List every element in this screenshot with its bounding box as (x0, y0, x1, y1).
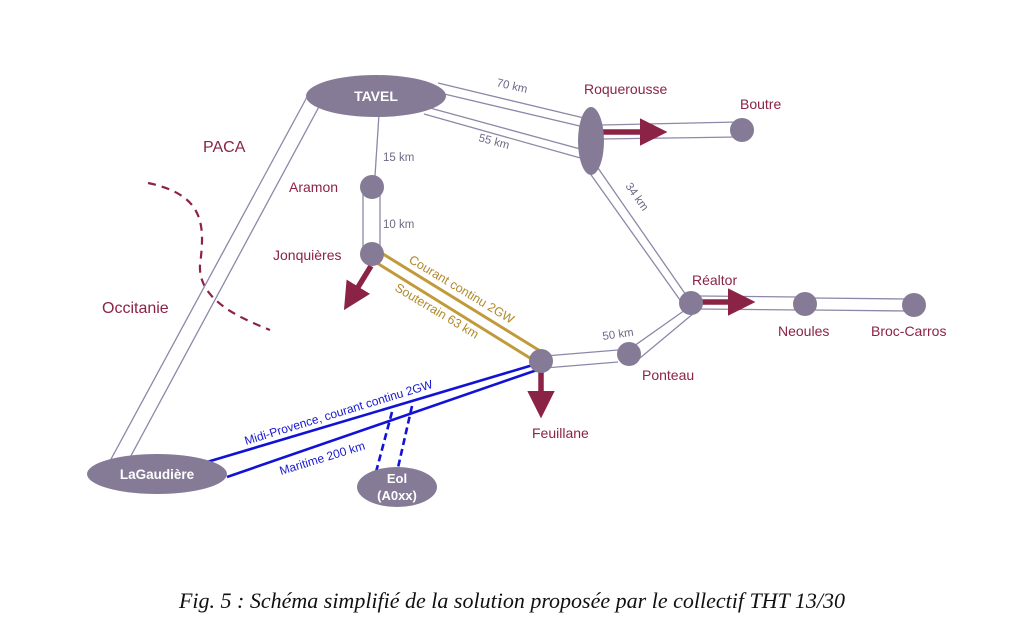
label-realtor: Réaltor (692, 272, 737, 288)
node-jonquieres (360, 242, 384, 266)
label-roquerousse: Roquerousse (584, 81, 667, 97)
line-roq-realtor-a (597, 167, 687, 296)
region-paca: PACA (203, 139, 246, 156)
node-boutre (730, 118, 754, 142)
dc-link-eol (374, 405, 414, 473)
line-tavel-aramon (374, 113, 380, 177)
line-ponteau-feuillane-a (544, 349, 619, 357)
label-ponteau: Ponteau (642, 367, 694, 383)
line-tavel-roq-70a (437, 82, 585, 119)
dist-tavel-roq-55: 55 km (477, 132, 510, 152)
label-boutre: Boutre (740, 96, 781, 112)
line-tavel-lagaudiere-b (125, 102, 322, 466)
line-tavel-roq-55b (423, 113, 585, 160)
dist-tavel-aramon: 15 km (383, 152, 414, 164)
label-eol-line2: (A0xx) (377, 488, 417, 503)
line-ponteau-feuillane-b (544, 361, 619, 369)
dist-tavel-roq-70: 70 km (495, 77, 528, 96)
node-tavel (306, 75, 446, 117)
dc-link-jonquieres-feuillane (368, 247, 546, 365)
label-feuillane: Feuillane (532, 425, 589, 441)
dist-aramon-jonq: 10 km (383, 219, 414, 231)
label-broc-carros: Broc-Carros (871, 323, 946, 339)
line-roq-realtor-b (588, 171, 681, 301)
label-eol-line1: Eol (387, 471, 407, 486)
label-tavel: TAVEL (354, 88, 398, 104)
node-realtor (679, 291, 703, 315)
node-eol (357, 467, 437, 507)
line-neoules-broc-b (811, 309, 909, 312)
line-realtor-ponteau-a (633, 309, 686, 347)
node-broc-carros (902, 293, 926, 317)
node-aramon (360, 175, 384, 199)
line-roq-boutre-a (601, 121, 739, 126)
arrow-jonquieres (343, 264, 374, 311)
arrows (343, 118, 756, 419)
line-tavel-lagaudiere-a (109, 96, 308, 462)
node-neoules (793, 292, 817, 316)
node-lagaudiere (87, 454, 227, 494)
label-lagaudiere: LaGaudière (120, 467, 195, 482)
dist-ponteau-realtor: 50 km (602, 327, 635, 343)
node-feuillane (529, 349, 553, 373)
node-roquerousse (578, 107, 604, 175)
dc-link-lagaudiere-feuillane (206, 363, 538, 479)
line-neoules-broc-a (811, 297, 909, 300)
figure-caption: Fig. 5 : Schéma simplifié de la solution… (178, 588, 846, 613)
line-realtor-neoules-b (699, 308, 799, 311)
line-realtor-ponteau-b (639, 312, 695, 359)
nodes (87, 75, 926, 507)
line-tavel-roq-70b (439, 92, 585, 128)
line-realtor-neoules-a (699, 295, 799, 298)
line-roq-boutre-b (601, 136, 739, 140)
label-jonquieres: Jonquières (273, 247, 342, 263)
node-ponteau (617, 342, 641, 366)
region-occitanie: Occitanie (102, 300, 169, 317)
line-tavel-roq-55a (429, 107, 585, 151)
label-aramon: Aramon (289, 179, 338, 195)
label-neoules: Neoules (778, 323, 829, 339)
region-boundary (147, 181, 271, 332)
